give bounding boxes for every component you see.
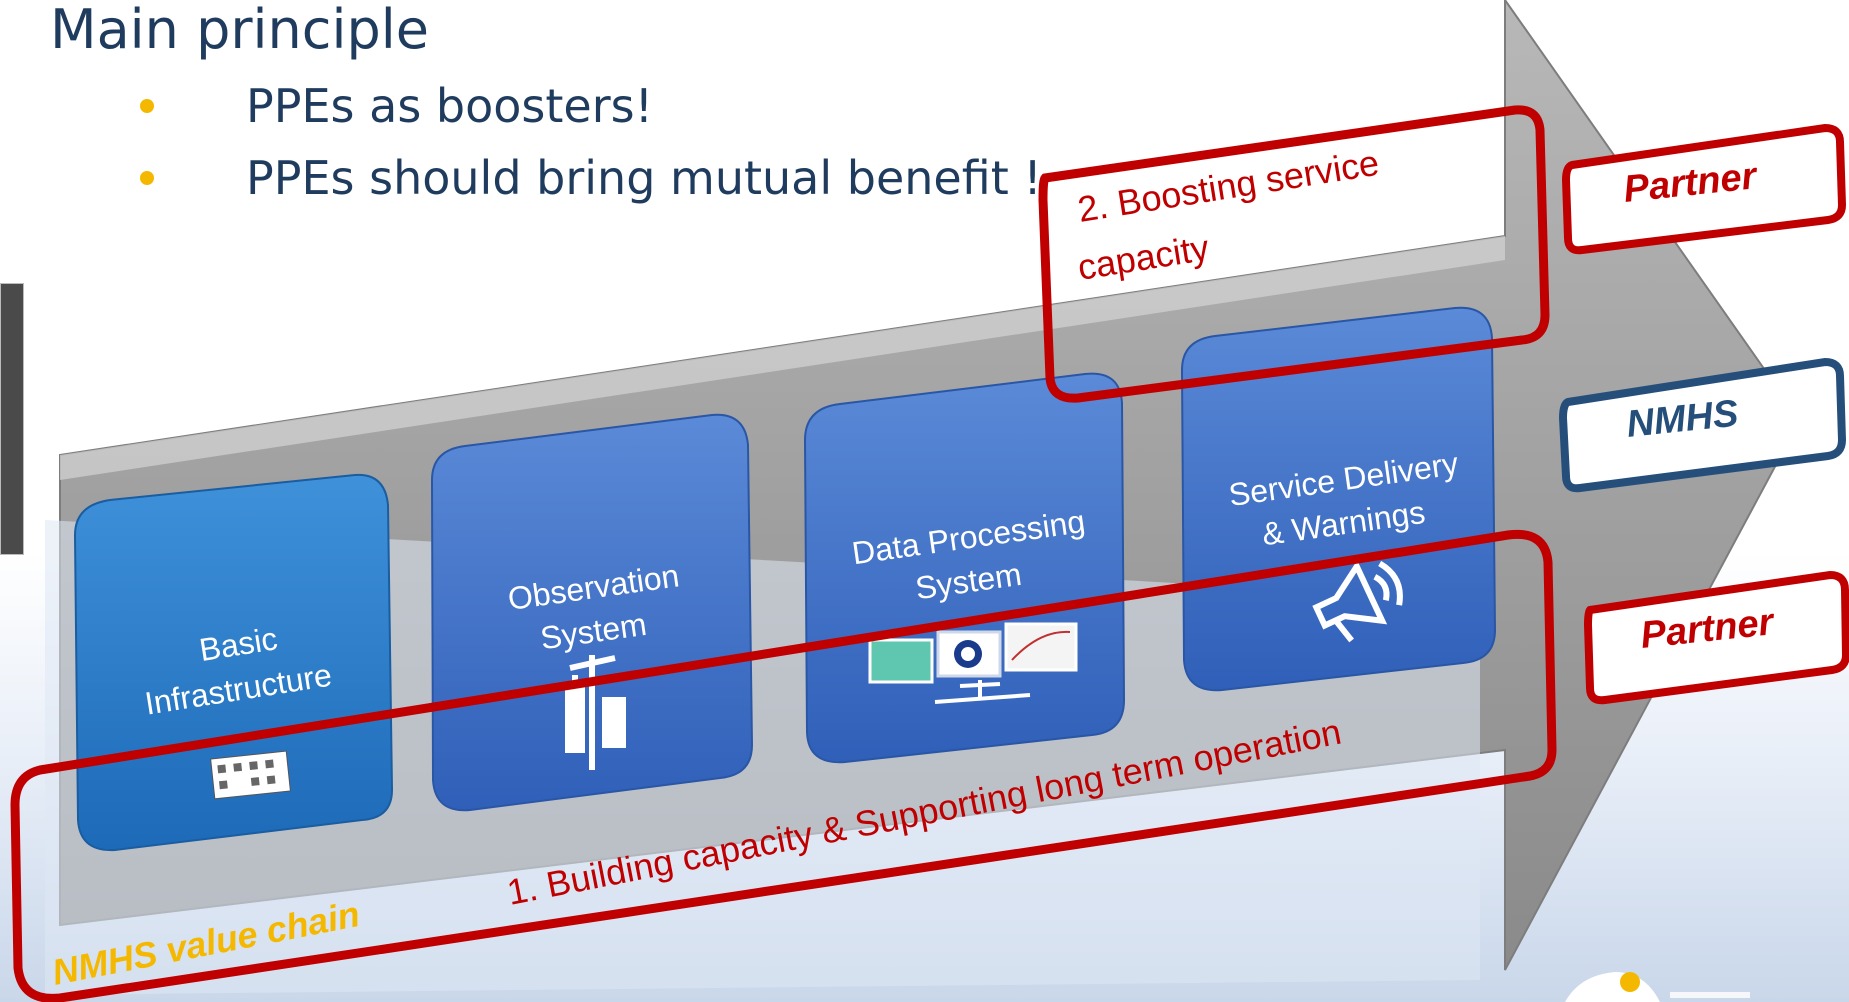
diagram-box: Service Delivery & Warnings: [1180, 306, 1497, 692]
side-panel-fragment: [0, 283, 24, 555]
building-icon: [210, 750, 291, 800]
bullet-dot-icon: [140, 99, 154, 113]
bullet-dot-icon: [140, 171, 154, 185]
bullet-item: PPEs should bring mutual benefit !: [140, 142, 1042, 214]
bullet-list: PPEs as boosters! PPEs should bring mutu…: [140, 70, 1042, 214]
nmhs-label: NMHS: [1558, 357, 1847, 493]
monitors-icon: [868, 622, 1078, 704]
partner-label-bottom: Partner: [1583, 570, 1849, 705]
weather-station-icon: [565, 655, 626, 770]
diagram-box: Observation System: [430, 413, 754, 812]
bullet-item: PPEs as boosters!: [140, 70, 1042, 142]
megaphone-icon: [1312, 560, 1403, 643]
partner-label-top: Partner: [1561, 123, 1847, 255]
diagram-box: Data Processing System: [803, 372, 1126, 764]
callout-top-line2: capacity: [1075, 227, 1212, 288]
slide-title: Main principle: [50, 0, 429, 61]
bullet-text: PPEs as boosters!: [246, 79, 654, 133]
diagram-box: Basic Infrastructure: [73, 473, 394, 852]
logo-icon: [1565, 972, 1750, 1002]
bullet-text: PPEs should bring mutual benefit !: [246, 151, 1042, 205]
arrow-highlight: [60, 236, 1505, 480]
